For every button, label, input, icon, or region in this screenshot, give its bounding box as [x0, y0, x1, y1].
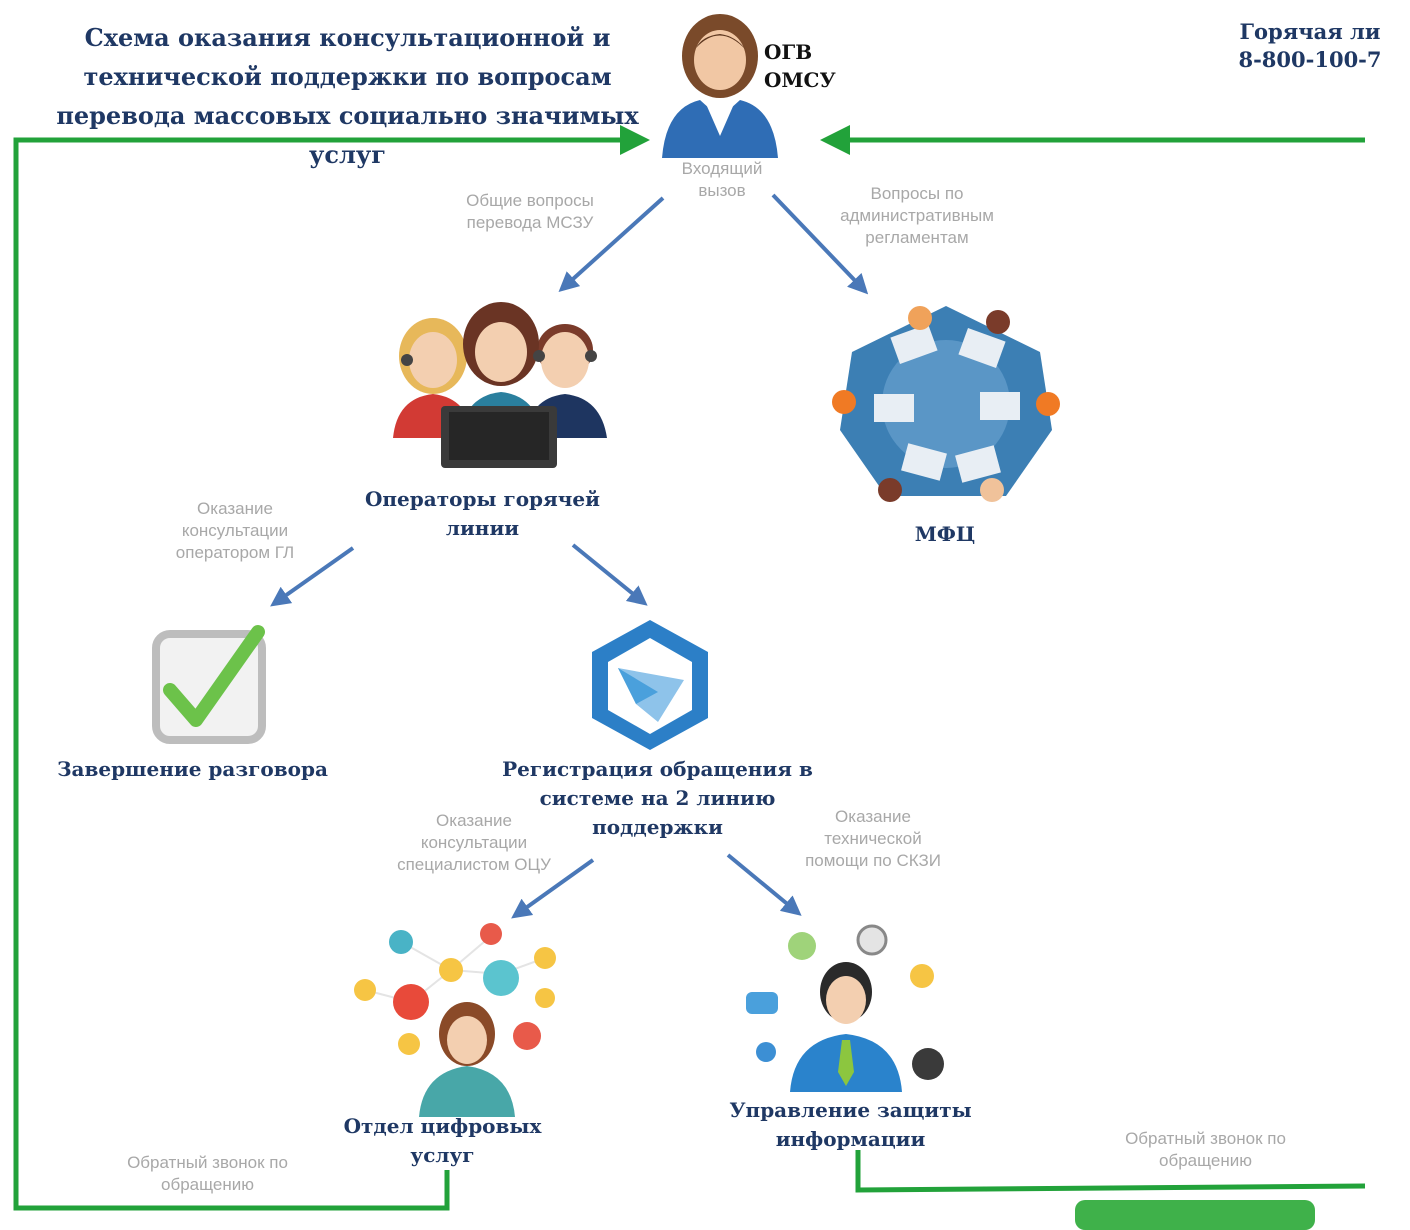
arrow-to-security: [726, 853, 802, 916]
support-specialist-icon: [746, 924, 944, 1092]
ogv-label: ОГВ: [764, 40, 813, 64]
green-loop-left: [13, 125, 650, 1211]
arrow-to-finish: [270, 546, 355, 607]
arrow-to-mfc: [771, 193, 869, 295]
checkmark-icon: [152, 625, 266, 744]
digital-dept-node-label: Отдел цифровых услуг: [343, 1114, 542, 1167]
omsu-label: ОМСУ: [764, 68, 836, 92]
flow-connectors: [13, 0, 1366, 1211]
mfc-meeting-icon: [832, 306, 1060, 502]
callback-left-note: Обратный звонок по обращению: [127, 1153, 288, 1194]
green-loop-right: [830, 140, 1366, 1193]
arrow-to-registration: [571, 543, 648, 606]
operator-consult-note: Оказание консультации оператором ГЛ: [175, 499, 295, 562]
tech-help-note: Оказание технической помощи по СКЗИ: [805, 807, 941, 870]
incoming-call-note: Входящий вызов: [681, 159, 763, 200]
hotline-info: Горячая ли 8-800-100-7: [1210, 18, 1410, 74]
security-dept-node-label: Управление защиты информации: [729, 1098, 972, 1151]
digital-services-icon: [354, 923, 556, 1117]
callback-right-note: Обратный звонок по обращению: [1125, 1129, 1286, 1170]
admin-reg-questions-note: Вопросы по административным регламентам: [840, 184, 994, 247]
green-action-button[interactable]: [1075, 1200, 1315, 1230]
arrow-to-digital: [511, 858, 595, 919]
operators-headset-icon: [393, 302, 607, 468]
general-questions-note: Общие вопросы перевода МСЗУ: [466, 191, 594, 232]
hotline-number: 8-800-100-7: [1238, 47, 1382, 72]
top-actor-label: ОГВ ОМСУ: [764, 38, 836, 94]
official-avatar-icon: [662, 14, 778, 158]
arrow-to-operators: [558, 196, 665, 293]
mfc-node-label: МФЦ: [914, 522, 976, 546]
diagram-title: Схема оказания консультационной и технич…: [56, 23, 639, 169]
registration-node-label: Регистрация обращения в системе на 2 лин…: [502, 757, 813, 839]
operators-node-label: Операторы горячей линии: [364, 487, 600, 540]
registration-system-icon: [592, 620, 708, 750]
hotline-label: Горячая ли: [1239, 19, 1381, 44]
specialist-consult-note: Оказание консультации специалистом ОЦУ: [397, 811, 551, 874]
finish-node-label: Завершение разговора: [57, 757, 328, 781]
